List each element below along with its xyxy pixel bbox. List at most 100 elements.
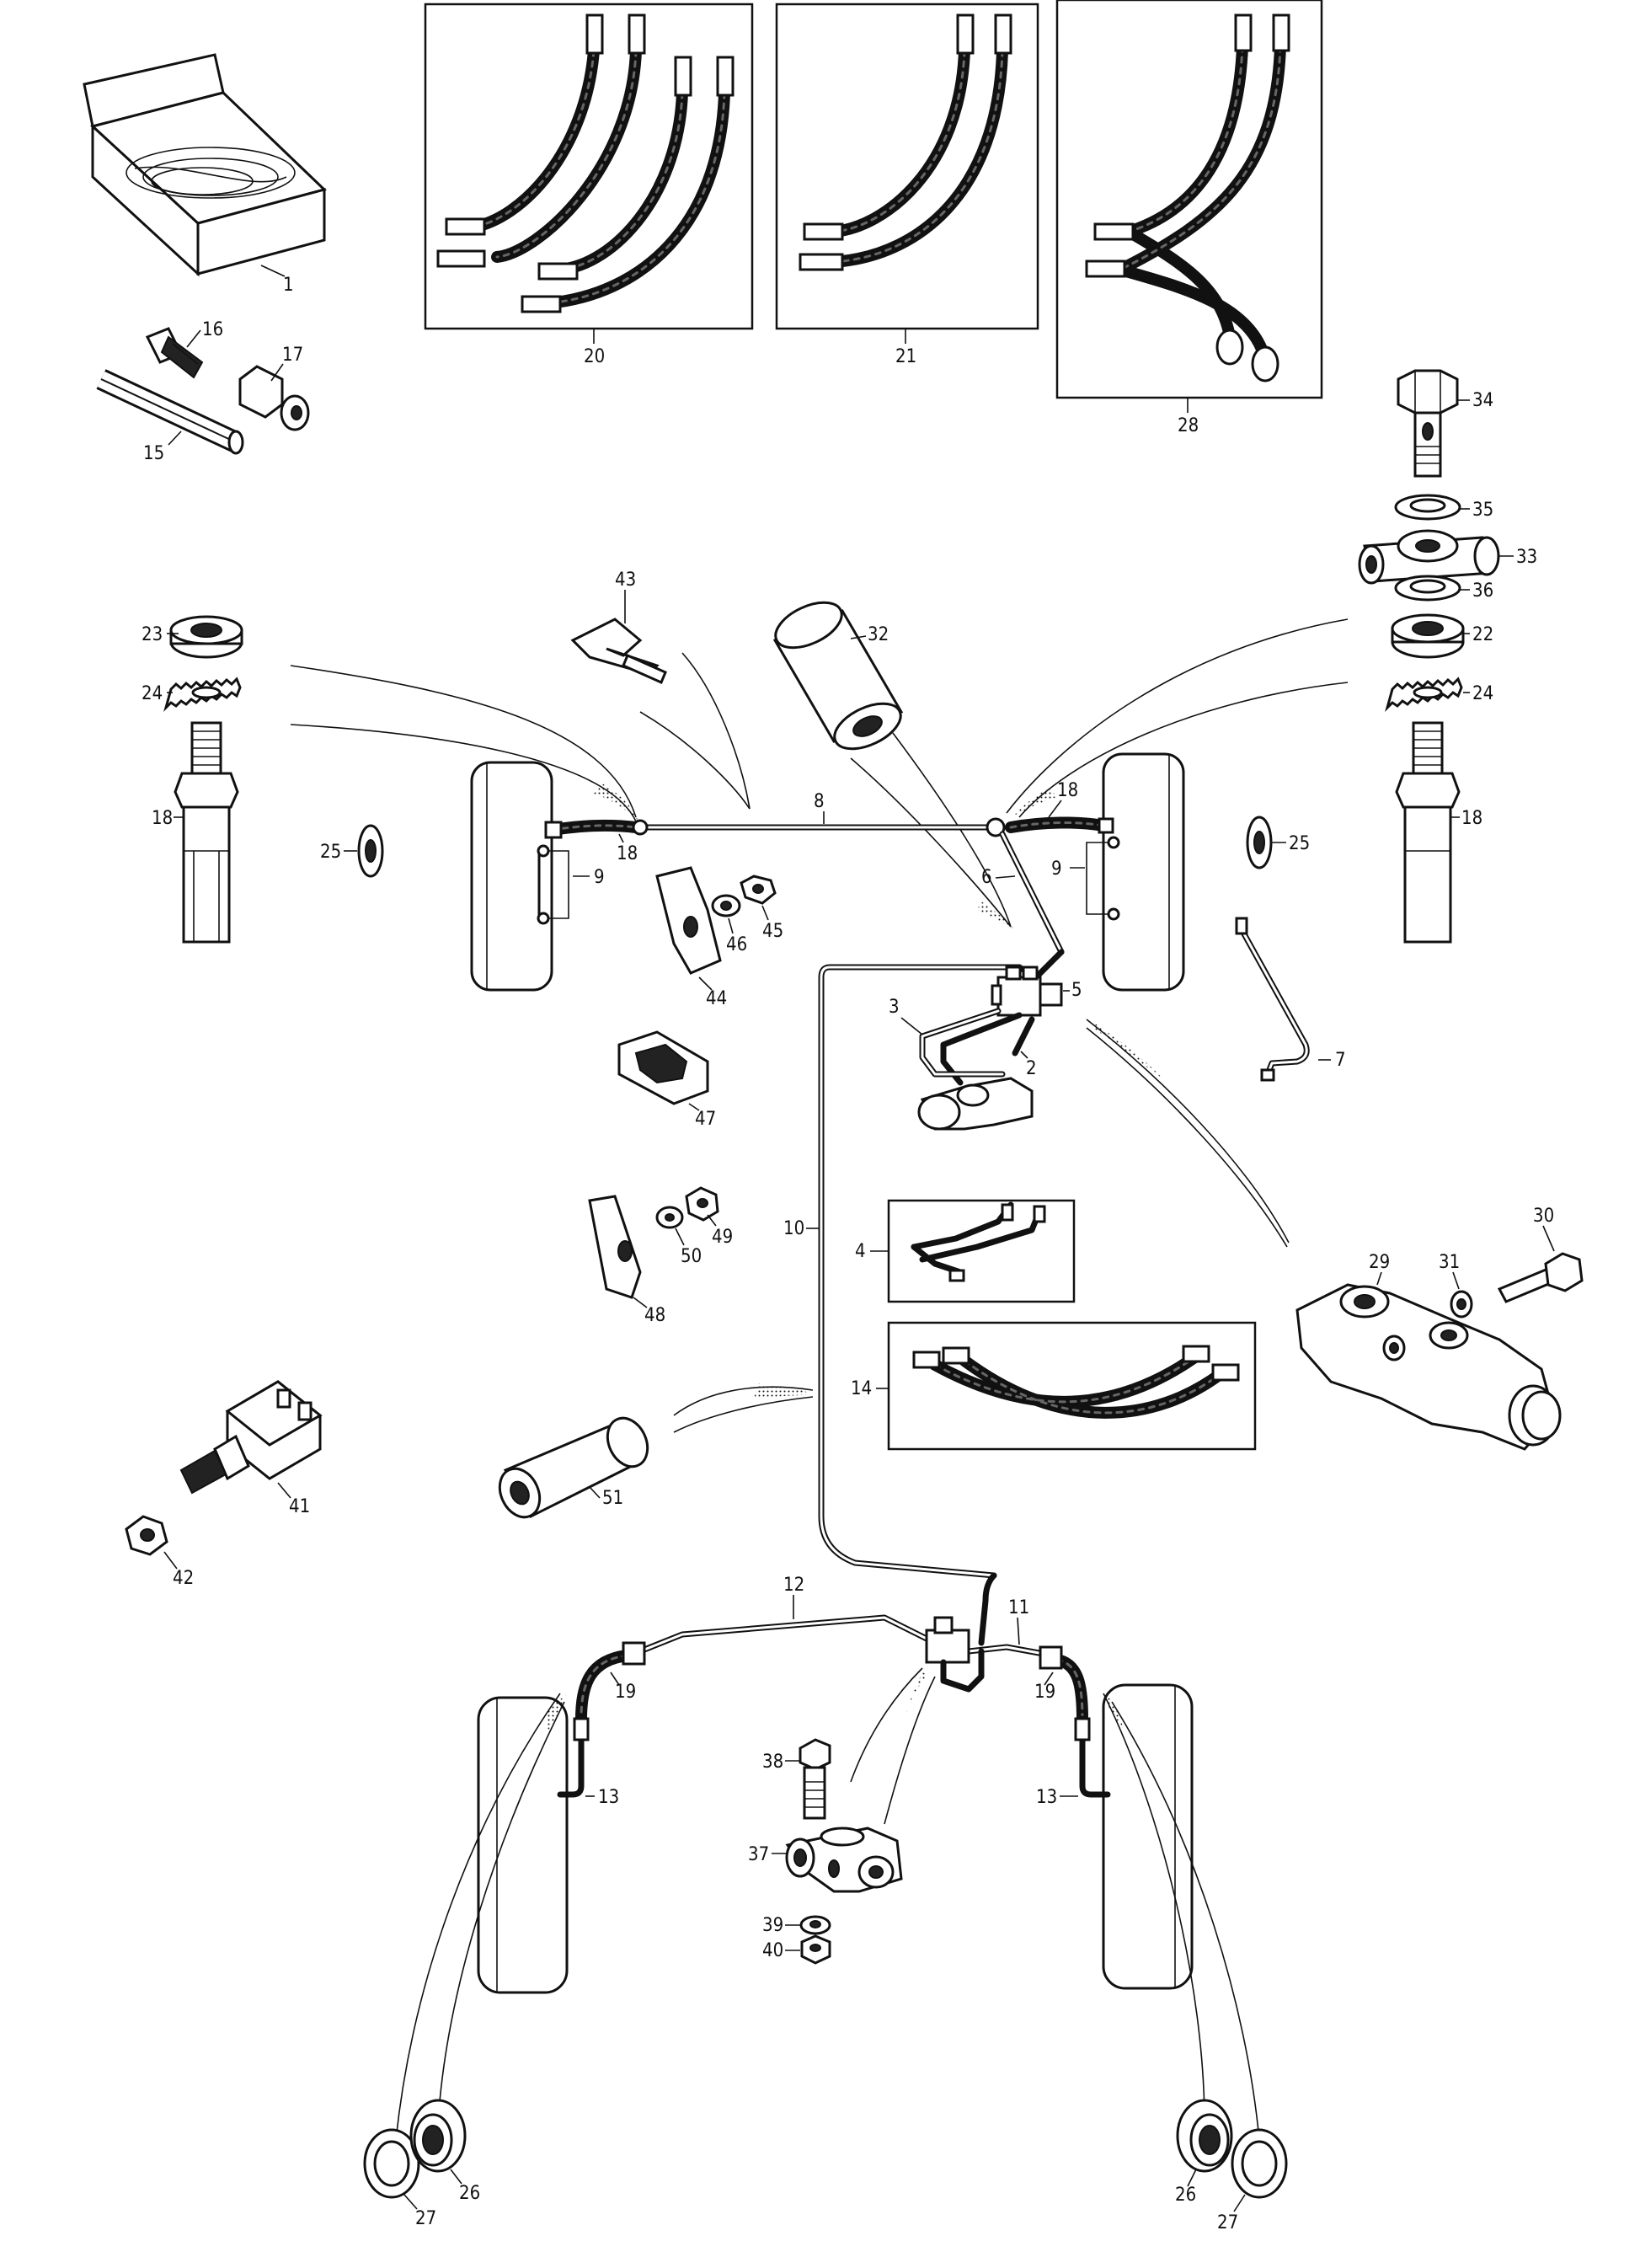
hose-end-18-left bbox=[174, 721, 239, 944]
left-bracket-9 bbox=[537, 844, 569, 925]
label-23: 23 bbox=[142, 624, 163, 645]
label-49: 49 bbox=[712, 1227, 733, 1248]
label-21: 21 bbox=[895, 346, 916, 367]
label-43: 43 bbox=[615, 570, 636, 591]
label-13-left: 13 bbox=[598, 1787, 619, 1808]
nut-26-left bbox=[409, 2099, 467, 2173]
pipe-kit-box bbox=[83, 53, 327, 277]
hose-set-box-21 bbox=[775, 3, 1039, 330]
valve-5 bbox=[991, 949, 1065, 1017]
label-40: 40 bbox=[762, 1940, 783, 1961]
label-51: 51 bbox=[602, 1488, 623, 1509]
label-16: 16 bbox=[202, 319, 223, 340]
washer-25-left bbox=[357, 824, 384, 878]
label-2: 2 bbox=[1026, 1058, 1037, 1079]
label-33: 33 bbox=[1516, 547, 1537, 568]
front-t-piece bbox=[986, 817, 1006, 837]
hose-set-box-20 bbox=[424, 3, 754, 330]
hose-set-box-14 bbox=[887, 1321, 1257, 1451]
bolt-30 bbox=[1497, 1252, 1584, 1303]
nut-45 bbox=[740, 875, 777, 905]
label-32: 32 bbox=[868, 624, 889, 645]
mount-47 bbox=[617, 1030, 709, 1105]
washer-24-left bbox=[163, 677, 242, 713]
label-50: 50 bbox=[681, 1246, 702, 1267]
clip-43 bbox=[570, 618, 667, 684]
pipe-2 bbox=[1012, 1016, 1035, 1056]
front-right-wheel bbox=[1102, 752, 1185, 992]
valve-29 bbox=[1295, 1283, 1562, 1451]
washer-27-left bbox=[363, 2128, 420, 2199]
pipe-set-box-4 bbox=[887, 1199, 1076, 1303]
pipe-15 bbox=[96, 369, 244, 455]
pipe-13-right bbox=[1074, 1715, 1111, 1798]
washer-35 bbox=[1394, 494, 1461, 521]
pipe-6 bbox=[999, 831, 1065, 955]
label-18-right: 18 bbox=[1461, 808, 1482, 829]
label-18-front-right: 18 bbox=[1057, 780, 1078, 801]
label-14: 14 bbox=[851, 1378, 872, 1399]
label-18-left: 18 bbox=[152, 808, 173, 829]
label-25-left: 25 bbox=[320, 842, 341, 863]
label-9-right: 9 bbox=[1051, 859, 1062, 880]
washer-24-right bbox=[1385, 677, 1463, 713]
washer-39 bbox=[799, 1915, 831, 1935]
label-12: 12 bbox=[783, 1575, 804, 1596]
label-9-left: 9 bbox=[594, 867, 605, 888]
banjo-33 bbox=[1358, 529, 1500, 585]
rear-left-wheel bbox=[477, 1696, 569, 1994]
label-15: 15 bbox=[143, 443, 164, 464]
label-5: 5 bbox=[1071, 980, 1082, 1001]
label-45: 45 bbox=[762, 921, 783, 942]
bolt-38 bbox=[799, 1738, 831, 1820]
label-7: 7 bbox=[1335, 1050, 1346, 1071]
rear-t-piece bbox=[925, 1616, 985, 1693]
label-6: 6 bbox=[981, 867, 992, 888]
label-46: 46 bbox=[726, 934, 747, 955]
nut-22 bbox=[1391, 613, 1465, 659]
pipe-10 bbox=[818, 964, 1023, 1579]
union-16 bbox=[145, 327, 204, 379]
washer-27-right bbox=[1231, 2128, 1288, 2199]
bracket-48 bbox=[588, 1195, 642, 1299]
pipe-3 bbox=[919, 1008, 1023, 1086]
master-cylinder-fitting bbox=[917, 1077, 1034, 1131]
nut-49 bbox=[685, 1186, 719, 1222]
nut-42 bbox=[125, 1515, 168, 1556]
sleeve-51 bbox=[498, 1416, 649, 1519]
label-34: 34 bbox=[1472, 390, 1493, 411]
hose-set-box-28 bbox=[1055, 0, 1323, 399]
label-28: 28 bbox=[1178, 415, 1199, 436]
banjo-bolt-34 bbox=[1397, 369, 1459, 478]
pipe-12 bbox=[637, 1614, 930, 1655]
label-29: 29 bbox=[1369, 1252, 1390, 1273]
label-18-front-left: 18 bbox=[617, 843, 638, 864]
label-36: 36 bbox=[1472, 580, 1493, 602]
hose-19-left bbox=[575, 1641, 646, 1725]
hose-19-right bbox=[1039, 1645, 1088, 1725]
nut-26-right bbox=[1176, 2099, 1233, 2173]
label-39: 39 bbox=[762, 1915, 783, 1936]
label-31: 31 bbox=[1439, 1252, 1460, 1273]
bracket-44 bbox=[655, 866, 722, 975]
rear-right-wheel bbox=[1102, 1683, 1194, 1990]
hose-end-18-right bbox=[1395, 721, 1461, 944]
label-48: 48 bbox=[644, 1305, 665, 1326]
label-17: 17 bbox=[282, 345, 303, 366]
pipe-7 bbox=[1235, 917, 1310, 1082]
label-8: 8 bbox=[814, 791, 825, 812]
label-25-right: 25 bbox=[1289, 833, 1310, 854]
label-3: 3 bbox=[889, 997, 900, 1018]
washer-31 bbox=[1450, 1290, 1473, 1319]
washer-50 bbox=[655, 1206, 684, 1229]
washer-36 bbox=[1394, 575, 1461, 602]
sleeve-32 bbox=[772, 601, 904, 751]
label-24-right: 24 bbox=[1472, 683, 1493, 704]
label-27-right: 27 bbox=[1217, 2212, 1238, 2233]
label-4: 4 bbox=[855, 1241, 866, 1262]
label-24-left: 24 bbox=[142, 683, 163, 704]
nut-23 bbox=[169, 615, 243, 659]
label-20: 20 bbox=[584, 346, 605, 367]
label-27-left: 27 bbox=[415, 2208, 436, 2229]
